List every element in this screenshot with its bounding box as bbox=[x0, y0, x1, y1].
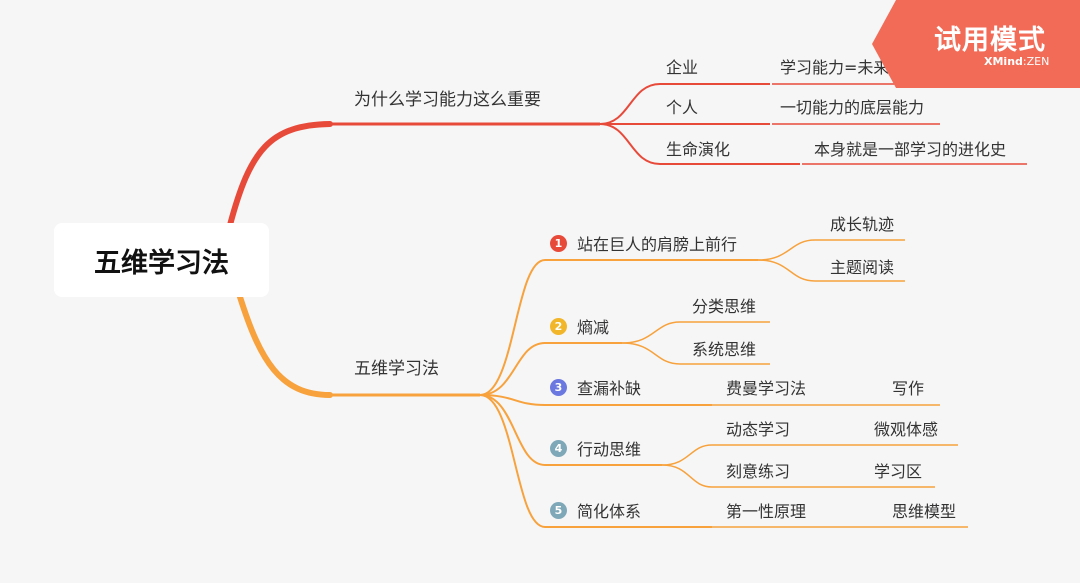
node-classify[interactable]: 分类思维 bbox=[692, 297, 757, 316]
badge-3: 3 bbox=[550, 379, 567, 396]
node-evolution[interactable]: 生命演化 bbox=[666, 140, 731, 159]
item-5[interactable]: 5 简化体系 bbox=[550, 502, 641, 522]
node-model[interactable]: 思维模型 bbox=[892, 502, 957, 521]
node-zone[interactable]: 学习区 bbox=[874, 462, 923, 481]
link-1-topic bbox=[757, 259, 816, 282]
link-five-4 bbox=[479, 394, 546, 466]
link-2-system bbox=[621, 342, 681, 365]
link-five-2 bbox=[479, 342, 546, 396]
link-2-classify bbox=[621, 321, 681, 344]
link-1-growth bbox=[757, 239, 816, 261]
link-4-deliberate bbox=[661, 464, 713, 488]
node-micro[interactable]: 微观体感 bbox=[874, 420, 939, 439]
item-1-label: 站在巨人的肩膀上前行 bbox=[577, 235, 738, 254]
link-root-why bbox=[227, 121, 333, 228]
item-3-label: 查漏补缺 bbox=[577, 379, 642, 398]
item-2-label: 熵减 bbox=[577, 318, 610, 337]
trial-title: 试用模式 bbox=[934, 25, 1046, 56]
node-writing[interactable]: 写作 bbox=[892, 379, 925, 398]
link-why-evolution bbox=[599, 123, 661, 165]
trial-banner bbox=[872, 0, 1080, 88]
node-growth[interactable]: 成长轨迹 bbox=[830, 215, 895, 234]
node-deliberate[interactable]: 刻意练习 bbox=[726, 462, 791, 481]
item-3[interactable]: 3 查漏补缺 bbox=[550, 379, 641, 399]
item-5-label: 简化体系 bbox=[577, 502, 642, 521]
link-five-3 bbox=[479, 394, 546, 406]
badge-5: 5 bbox=[550, 502, 567, 519]
branch-five[interactable]: 五维学习法 bbox=[354, 359, 439, 379]
node-evolution-sub[interactable]: 本身就是一部学习的进化史 bbox=[814, 140, 1007, 159]
node-first-principle[interactable]: 第一性原理 bbox=[726, 502, 807, 521]
node-enterprise[interactable]: 企业 bbox=[666, 58, 699, 77]
node-personal[interactable]: 个人 bbox=[666, 98, 699, 117]
branch-why[interactable]: 为什么学习能力这么重要 bbox=[354, 90, 541, 110]
badge-2: 2 bbox=[550, 318, 567, 335]
item-4[interactable]: 4 行动思维 bbox=[550, 440, 641, 460]
item-2[interactable]: 2 熵减 bbox=[550, 318, 609, 338]
node-feynman[interactable]: 费曼学习法 bbox=[726, 379, 807, 398]
badge-4: 4 bbox=[550, 440, 567, 457]
node-topic[interactable]: 主题阅读 bbox=[830, 258, 895, 277]
link-why-enterprise bbox=[599, 83, 661, 125]
badge-1: 1 bbox=[550, 235, 567, 252]
root-node[interactable]: 五维学习法 bbox=[54, 223, 269, 297]
item-4-label: 行动思维 bbox=[577, 440, 642, 459]
link-five-1 bbox=[479, 259, 546, 396]
link-root-five bbox=[237, 294, 333, 398]
node-personal-sub[interactable]: 一切能力的底层能力 bbox=[780, 98, 925, 117]
node-dynamic[interactable]: 动态学习 bbox=[726, 420, 791, 439]
link-five-5 bbox=[479, 394, 546, 528]
trial-brand: XMind:ZEN bbox=[984, 55, 1050, 68]
node-system[interactable]: 系统思维 bbox=[692, 340, 757, 359]
item-1[interactable]: 1 站在巨人的肩膀上前行 bbox=[550, 235, 737, 255]
link-4-dynamic bbox=[661, 444, 713, 466]
